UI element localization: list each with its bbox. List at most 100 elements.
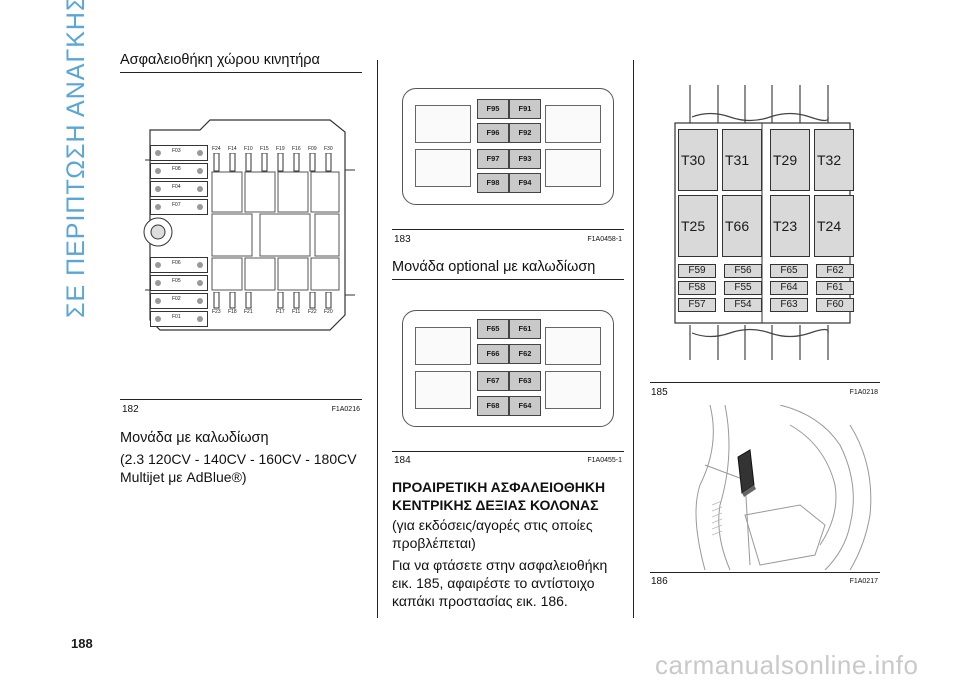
relay-slot xyxy=(545,327,601,365)
fuse-F63: F63 xyxy=(509,371,541,391)
figure-number: 182 xyxy=(122,404,139,415)
fuse-F92: F92 xyxy=(509,123,541,143)
fuse-F64: F64 xyxy=(509,396,541,416)
fuse-label: F17 xyxy=(276,309,285,315)
fuse-label: F11 xyxy=(292,309,301,315)
fuse-label: F15 xyxy=(260,146,269,152)
relay-slot xyxy=(545,371,601,409)
fuse-F95: F95 xyxy=(477,99,509,119)
fuse-label: F16 xyxy=(292,146,301,152)
fuse-label: F24 xyxy=(212,146,221,152)
figure-code: F1A0216 xyxy=(331,406,360,413)
fuse-F05: F05 xyxy=(150,275,208,296)
fuse-label: F10 xyxy=(244,146,253,152)
relay-T32: T32 xyxy=(814,129,854,191)
figure-code: F1A0455-1 xyxy=(587,457,622,464)
fuse-F65: F65 xyxy=(770,264,808,278)
relay-T24: T24 xyxy=(814,195,854,257)
relay-label: T29 xyxy=(773,152,798,168)
fuse-label: F06 xyxy=(172,260,181,266)
fuse-label: F07 xyxy=(172,202,181,208)
figure-number: 185 xyxy=(651,387,668,398)
figure-code: F1A0217 xyxy=(849,578,878,585)
optional-unit-heading: Μονάδα optional με καλωδίωση xyxy=(392,259,596,275)
optional-fusebox-184: F65 F61 F66 F62 F67 F63 F68 F64 xyxy=(402,310,614,427)
fuse-label: F23 xyxy=(212,309,221,315)
figure-number: 183 xyxy=(394,234,411,245)
fuse-label: F18 xyxy=(228,309,237,315)
relay-T25: T25 xyxy=(678,195,718,257)
figure-number: 186 xyxy=(651,576,668,587)
fuse-F62: F62 xyxy=(509,344,541,364)
fuse-label: F01 xyxy=(172,314,181,320)
fuse-F94: F94 xyxy=(509,173,541,193)
relay-T23: T23 xyxy=(770,195,810,257)
figure-code: F1A0218 xyxy=(849,389,878,396)
fuse-F91: F91 xyxy=(509,99,541,119)
fuse-F59: F59 xyxy=(678,264,716,278)
right-pillar-fusebox-heading: ΠΡΟΑΙΡΕΤΙΚΗ ΑΣΦΑΛΕΙΟΘΗΚΗ ΚΕΝΤΡΙΚΗΣ ΔΕΞΙΑ… xyxy=(392,479,606,513)
fuse-F56: F56 xyxy=(724,264,762,278)
fuse-F08: F08 xyxy=(150,163,208,184)
relay-slot xyxy=(415,327,471,365)
fuse-label: F05 xyxy=(172,278,181,284)
fuse-F97: F97 xyxy=(477,149,509,169)
relay-slot xyxy=(545,149,601,187)
relay-T31: T31 xyxy=(722,129,762,191)
side-section-title: ΣΕ ΠΕΡΙΠΤΩΣΗ ΑΝΑΓΚΗΣ xyxy=(62,0,90,318)
engine-fusebox-heading: Ασφαλειοθήκη χώρου κινητήρα xyxy=(120,52,320,68)
column-divider-1 xyxy=(377,60,378,618)
fuse-F02: F02 xyxy=(150,293,208,314)
caption-rule xyxy=(392,229,624,230)
fuse-label: F02 xyxy=(172,296,181,302)
fuse-F55: F55 xyxy=(724,281,762,295)
fuse-F96: F96 xyxy=(477,123,509,143)
fuse-F60: F60 xyxy=(816,298,854,312)
fuse-F62: F62 xyxy=(816,264,854,278)
fuse-F57: F57 xyxy=(678,298,716,312)
relay-T30: T30 xyxy=(678,129,718,191)
caption-rule xyxy=(120,399,362,400)
fuse-F03: F03 xyxy=(150,145,208,166)
optional-fusebox-183: F95 F91 F96 F92 F97 F93 F98 F94 xyxy=(402,88,614,205)
site-watermark: carmanualsonline.info xyxy=(655,650,919,680)
relay-slot xyxy=(415,371,471,409)
relay-slot xyxy=(415,149,471,187)
availability-note: (για εκδόσεις/αγορές στις οποίες προβλέπ… xyxy=(392,517,593,551)
fuse-F58: F58 xyxy=(678,281,716,295)
fuse-F61: F61 xyxy=(816,281,854,295)
relay-T66: T66 xyxy=(722,195,762,257)
figure-number: 184 xyxy=(394,455,411,466)
wired-unit-heading: Μονάδα με καλωδίωση xyxy=(120,430,269,446)
fuse-label: F20 xyxy=(324,309,333,315)
fuse-F61: F61 xyxy=(509,319,541,339)
fuse-label: F30 xyxy=(324,146,333,152)
relay-label: T30 xyxy=(681,152,706,168)
fuse-F93: F93 xyxy=(509,149,541,169)
fuse-F68: F68 xyxy=(477,396,509,416)
relay-label: T25 xyxy=(681,218,706,234)
heading-rule xyxy=(120,72,362,73)
caption-rule xyxy=(650,382,880,383)
relay-label: T24 xyxy=(817,218,842,234)
page-number: 188 xyxy=(71,636,93,651)
fuse-F63: F63 xyxy=(770,298,808,312)
relay-label: T32 xyxy=(817,152,842,168)
fuse-F65: F65 xyxy=(477,319,509,339)
fuse-F01: F01 xyxy=(150,311,208,332)
fuse-label: F03 xyxy=(172,148,181,154)
fuse-F04: F04 xyxy=(150,181,208,202)
fuse-label: F21 xyxy=(244,309,253,315)
relay-label: T23 xyxy=(773,218,798,234)
relay-label: T66 xyxy=(725,218,750,234)
fuse-label: F19 xyxy=(276,146,285,152)
column-divider-2 xyxy=(633,60,634,618)
wired-unit-text: (2.3 120CV - 140CV - 160CV - 180CV Multi… xyxy=(120,451,357,485)
fuse-F64: F64 xyxy=(770,281,808,295)
relay-slot xyxy=(415,105,471,143)
fuse-label: F14 xyxy=(228,146,237,152)
fuse-label: F09 xyxy=(308,146,317,152)
fuse-label: F04 xyxy=(172,184,181,190)
fuse-label: F22 xyxy=(308,309,317,315)
heading-rule xyxy=(392,279,624,280)
